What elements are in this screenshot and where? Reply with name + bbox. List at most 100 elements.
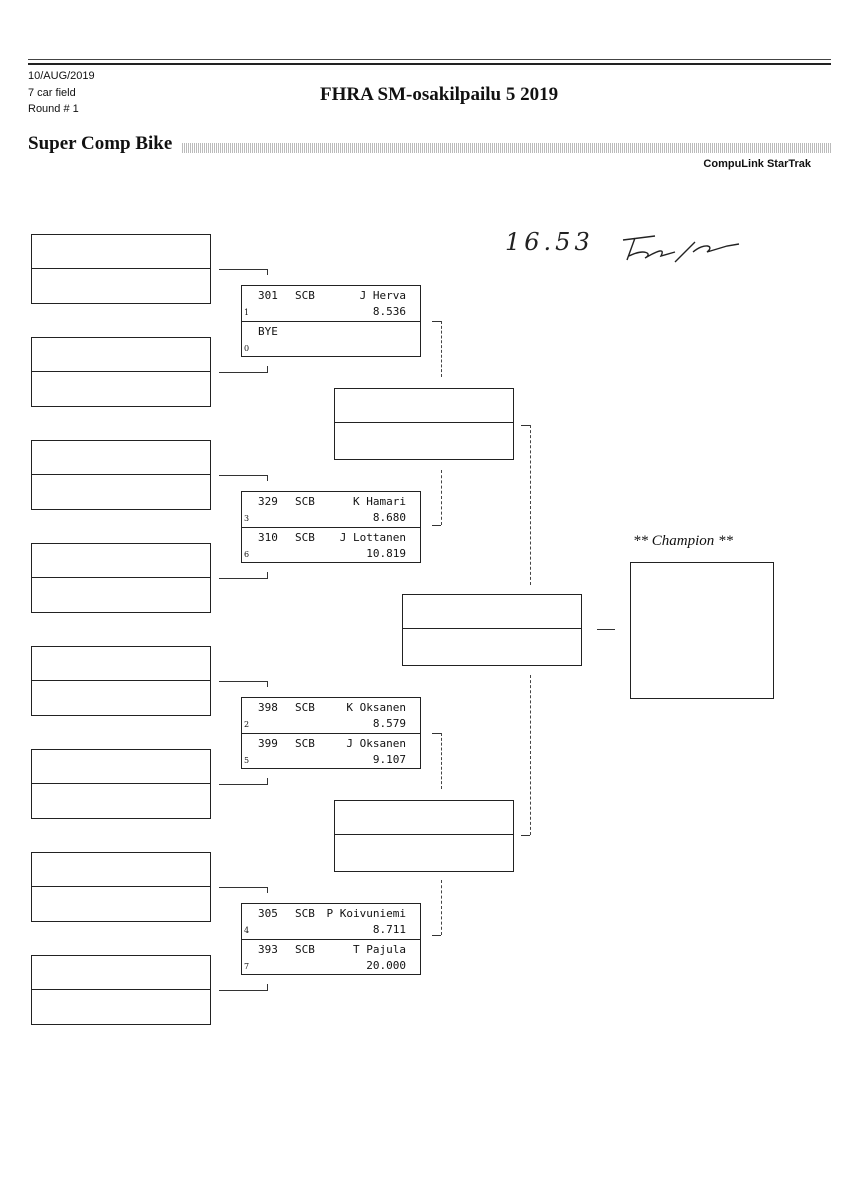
- connector: [219, 269, 268, 270]
- entry-box: [31, 234, 211, 304]
- entry-box: [31, 440, 211, 510]
- connector: [219, 784, 268, 785]
- match-box: 305 SCB P Koivuniemi 8.711 4 393 SCB T P…: [241, 903, 421, 975]
- racer-class: SCB: [295, 531, 315, 544]
- connector: [219, 372, 268, 373]
- elapsed-time: 8.536: [372, 305, 406, 318]
- connector: [441, 880, 442, 935]
- connector: [267, 887, 268, 893]
- entry-box: [31, 955, 211, 1025]
- class-title: Super Comp Bike: [28, 133, 173, 154]
- champion-box: [630, 562, 774, 699]
- software-brand: CompuLink StarTrak: [703, 158, 811, 170]
- elapsed-time: 8.711: [372, 923, 406, 936]
- seed-number: 7: [244, 962, 250, 971]
- racer-name: T Pajula: [353, 943, 406, 956]
- connector: [267, 984, 268, 990]
- champion-label: ** Champion **: [633, 533, 734, 549]
- seed-number: 1: [244, 308, 250, 317]
- header-rule-thick: [28, 63, 831, 65]
- elapsed-time: 10.819: [366, 547, 406, 560]
- entry-box: [31, 646, 211, 716]
- racer-class: SCB: [295, 907, 315, 920]
- event-title: FHRA SM-osakilpailu 5 2019: [320, 84, 559, 105]
- header-rule: [28, 59, 831, 60]
- racer-number: 329: [258, 495, 278, 508]
- connector: [219, 681, 268, 682]
- racer-row-bottom: 310 SCB J Lottanen 10.819 6: [242, 527, 420, 562]
- match-box: 398 SCB K Oksanen 8.579 2 399 SCB J Oksa…: [241, 697, 421, 769]
- elapsed-time: 20.000: [366, 959, 406, 972]
- match-box: 329 SCB K Hamari 8.680 3 310 SCB J Lotta…: [241, 491, 421, 563]
- round-number: Round # 1: [28, 103, 79, 115]
- racer-number: 301: [258, 289, 278, 302]
- connector: [521, 835, 530, 836]
- elapsed-time: 9.107: [372, 753, 406, 766]
- racer-number: 305: [258, 907, 278, 920]
- connector: [521, 425, 530, 426]
- racer-class: SCB: [295, 943, 315, 956]
- racer-number: 393: [258, 943, 278, 956]
- round2-box-lower: [334, 800, 514, 872]
- racer-row-bottom: 393 SCB T Pajula 20.000 7: [242, 939, 420, 974]
- connector: [432, 935, 441, 936]
- racer-name: J Oksanen: [346, 737, 406, 750]
- connector: [441, 470, 442, 525]
- racer-class: SCB: [295, 289, 315, 302]
- racer-class: SCB: [295, 737, 315, 750]
- racer-name: K Oksanen: [346, 701, 406, 714]
- connector: [219, 887, 268, 888]
- racer-class: SCB: [295, 495, 315, 508]
- entry-box: [31, 749, 211, 819]
- racer-name: J Lottanen: [339, 531, 406, 544]
- seed-number: 3: [244, 514, 250, 523]
- racer-number: 398: [258, 701, 278, 714]
- seed-number: 4: [244, 926, 250, 935]
- handwritten-signature: [622, 235, 740, 263]
- connector: [267, 572, 268, 578]
- racer-row-top: 398 SCB K Oksanen 8.579 2: [242, 698, 420, 733]
- seed-number: 2: [244, 720, 250, 729]
- racer-row-bottom: BYE 0: [242, 321, 420, 356]
- connector: [219, 990, 268, 991]
- entry-box: [31, 852, 211, 922]
- racer-number: BYE: [258, 325, 278, 338]
- racer-number: 310: [258, 531, 278, 544]
- connector: [219, 578, 268, 579]
- racer-class: SCB: [295, 701, 315, 714]
- connector: [432, 321, 441, 322]
- connector: [219, 475, 268, 476]
- connector: [267, 475, 268, 481]
- connector: [432, 525, 441, 526]
- connector: [441, 321, 442, 377]
- elapsed-time: 8.579: [372, 717, 406, 730]
- elapsed-time: 8.680: [372, 511, 406, 524]
- racer-row-bottom: 399 SCB J Oksanen 9.107 5: [242, 733, 420, 768]
- dotted-fill: [182, 143, 832, 153]
- final-box: [402, 594, 582, 666]
- match-box: 301 SCB J Herva 8.536 1 BYE 0: [241, 285, 421, 357]
- racer-name: K Hamari: [353, 495, 406, 508]
- connector: [530, 425, 531, 585]
- event-date: 10/AUG/2019: [28, 70, 95, 82]
- connector: [530, 675, 531, 835]
- racer-row-top: 301 SCB J Herva 8.536 1: [242, 286, 420, 321]
- racer-row-top: 305 SCB P Koivuniemi 8.711 4: [242, 904, 420, 939]
- connector: [267, 366, 268, 372]
- seed-number: 5: [244, 756, 250, 765]
- connector: [267, 778, 268, 784]
- connector: [597, 629, 615, 630]
- connector: [267, 681, 268, 687]
- racer-name: J Herva: [359, 289, 406, 302]
- entry-box: [31, 337, 211, 407]
- connector: [432, 733, 441, 734]
- field-size: 7 car field: [28, 87, 76, 99]
- seed-number: 6: [244, 550, 250, 559]
- connector: [267, 269, 268, 275]
- racer-row-top: 329 SCB K Hamari 8.680 3: [242, 492, 420, 527]
- entry-box: [31, 543, 211, 613]
- seed-number: 0: [244, 344, 250, 353]
- racer-name: P Koivuniemi: [326, 907, 406, 920]
- handwritten-time: 16.53: [505, 228, 594, 256]
